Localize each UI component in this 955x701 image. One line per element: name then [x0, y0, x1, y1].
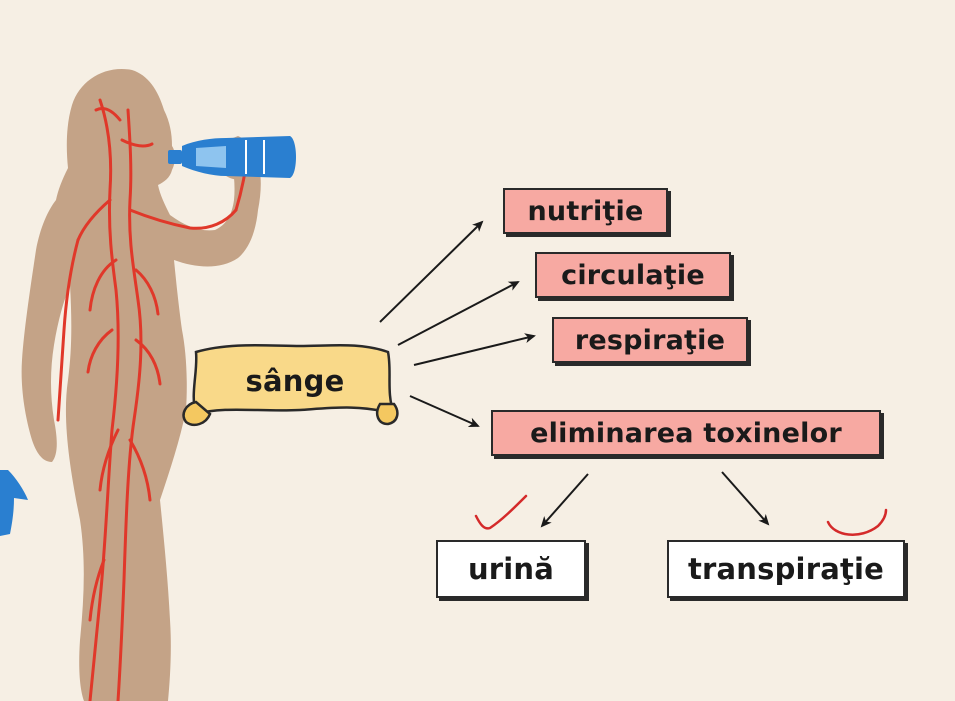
arrow-to-respiratie	[413, 333, 536, 366]
check-marks	[474, 494, 888, 536]
blue-arrow-decoration	[0, 470, 28, 536]
check-mark-urina	[474, 494, 528, 530]
function-box-circulatie: circulaţie	[535, 252, 731, 298]
arrow-to-urina	[540, 473, 589, 528]
arrow-to-transpiratie	[721, 471, 770, 526]
arrow-to-circulatie	[397, 281, 520, 346]
function-box-eliminarea-toxinelor: eliminarea toxinelor	[491, 410, 881, 456]
function-box-respiratie: respiraţie	[552, 317, 748, 363]
diagram-arrows	[379, 220, 770, 528]
output-box-urina: urină	[436, 540, 586, 598]
check-mark-transpiratie	[826, 508, 888, 536]
arrow-to-nutritie	[379, 220, 484, 323]
water-bottle-illustration	[168, 136, 296, 178]
arrow-to-eliminarea	[409, 395, 480, 427]
center-label-sange: sânge	[245, 364, 345, 398]
center-scroll-shape	[182, 343, 399, 426]
function-box-nutritie: nutriţie	[503, 188, 668, 234]
output-box-transpiratie: transpiraţie	[667, 540, 905, 598]
